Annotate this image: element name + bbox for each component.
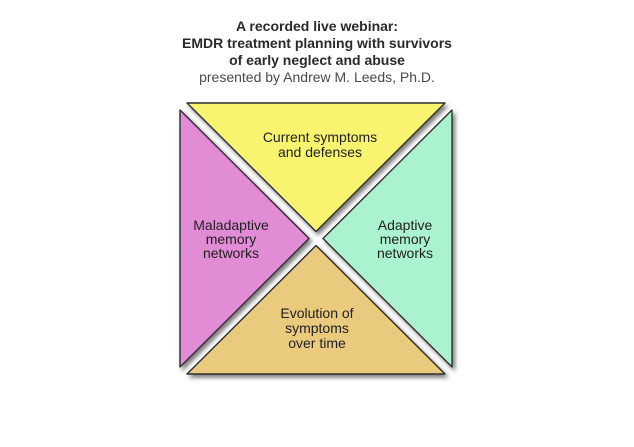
label-line: networks <box>376 245 434 261</box>
label-line: memory <box>379 231 431 247</box>
title-line-webinar: A recorded live webinar: <box>235 18 399 34</box>
triangle-top-current-symptoms <box>186 102 446 233</box>
label-adaptive-networks: Adaptive memory networks <box>335 218 475 260</box>
label-line: Evolution of <box>280 305 354 321</box>
title-line-course-name: EMDR treatment planning with survivors <box>182 35 452 51</box>
triangle-right-adaptive <box>322 109 453 368</box>
label-line: memory <box>205 231 257 247</box>
label-line: and defenses <box>277 144 363 160</box>
label-line: Current symptoms <box>262 129 378 145</box>
triangle-left-maladaptive <box>179 109 310 368</box>
label-line: networks <box>202 245 260 261</box>
triangle-bottom-evolution <box>186 244 446 375</box>
label-line: Adaptive <box>377 217 433 233</box>
title-line-course-name-2: of early neglect and abuse <box>229 52 405 68</box>
quadrant-diagram <box>179 102 453 375</box>
label-maladaptive-networks: Maladaptive memory networks <box>161 218 301 260</box>
label-evolution-symptoms: Evolution of symptoms over time <box>247 306 387 351</box>
title-block: A recorded live webinar: EMDR treatment … <box>0 18 634 86</box>
label-line: symptoms <box>285 320 349 336</box>
title-presenter: presented by Andrew M. Leeds, Ph.D. <box>199 69 435 85</box>
label-line: over time <box>288 335 346 351</box>
label-line: Maladaptive <box>193 217 269 233</box>
label-current-symptoms: Current symptoms and defenses <box>230 130 410 160</box>
